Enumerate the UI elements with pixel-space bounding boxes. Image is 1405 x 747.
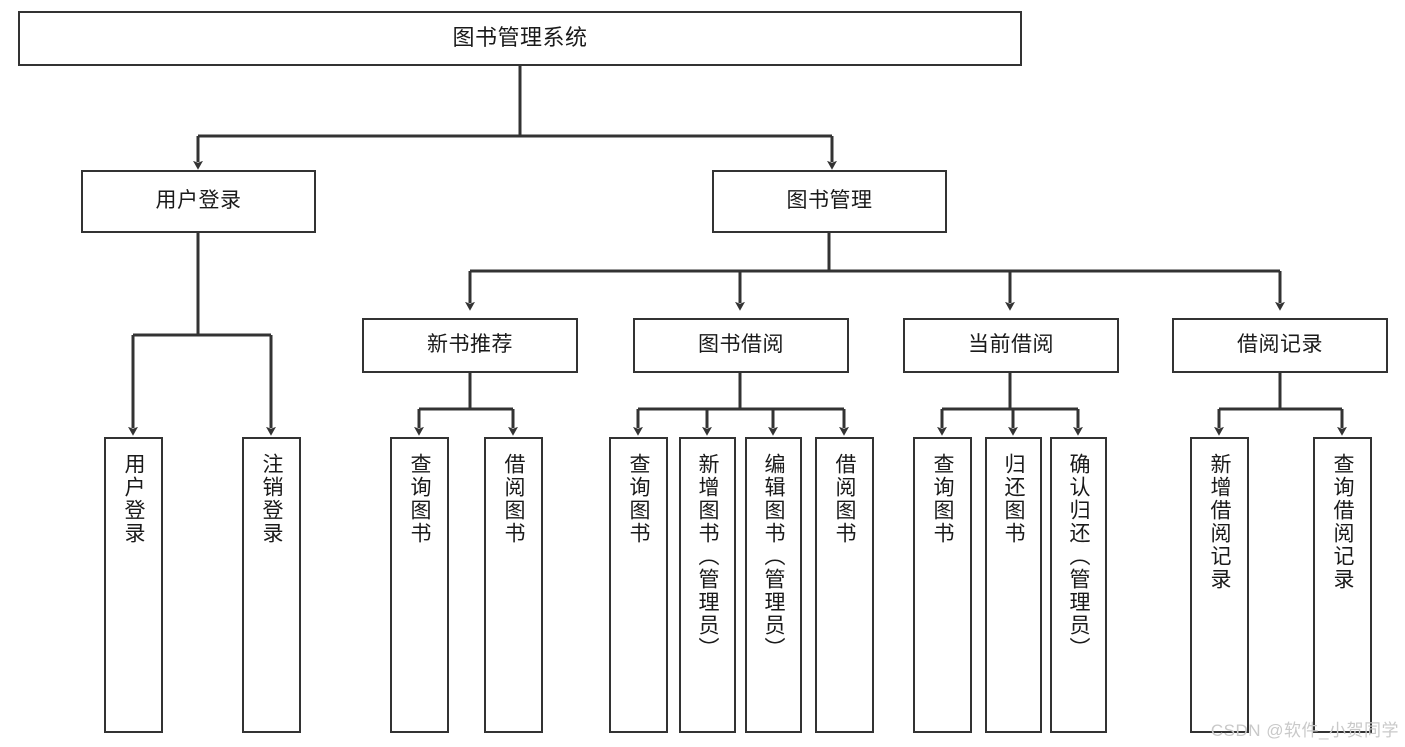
- node-new-book-recommend[interactable]: 新书推荐: [362, 318, 578, 373]
- leaf-recommend-query-book[interactable]: 查询图书: [390, 437, 449, 733]
- leaf-logout[interactable]: 注销登录: [242, 437, 301, 733]
- node-label: 归还图书: [1002, 453, 1025, 545]
- node-label: 查询图书: [627, 453, 650, 545]
- leaf-borrow-query-book[interactable]: 查询图书: [609, 437, 668, 733]
- node-label: 借阅图书: [833, 453, 856, 545]
- node-label: 确认归还（管理员）: [1067, 453, 1090, 660]
- node-label: 新增图书（管理员）: [696, 453, 719, 660]
- node-label: 图书管理: [786, 189, 873, 213]
- node-label: 新增借阅记录: [1208, 453, 1231, 591]
- leaf-borrow-borrow-book[interactable]: 借阅图书: [815, 437, 874, 733]
- node-label: 查询图书: [931, 453, 954, 545]
- node-label: 注销登录: [260, 453, 283, 545]
- node-label: 查询图书: [408, 453, 431, 545]
- node-user-login[interactable]: 用户登录: [81, 170, 316, 233]
- node-label: 查询借阅记录: [1331, 453, 1354, 591]
- node-label: 用户登录: [155, 189, 242, 213]
- watermark-text: CSDN @软件_小贺同学: [1210, 721, 1399, 740]
- leaf-borrow-add-book-admin[interactable]: 新增图书（管理员）: [679, 437, 736, 733]
- node-label: 借阅图书: [502, 453, 525, 545]
- leaf-borrow-edit-book-admin[interactable]: 编辑图书（管理员）: [745, 437, 802, 733]
- leaf-current-query-book[interactable]: 查询图书: [913, 437, 972, 733]
- node-borrow-records[interactable]: 借阅记录: [1172, 318, 1388, 373]
- node-book-management[interactable]: 图书管理: [712, 170, 947, 233]
- leaf-record-add-borrow-record[interactable]: 新增借阅记录: [1190, 437, 1249, 733]
- node-label: 用户登录: [122, 453, 145, 545]
- leaf-current-confirm-return-admin[interactable]: 确认归还（管理员）: [1050, 437, 1107, 733]
- node-label: 编辑图书（管理员）: [762, 453, 785, 660]
- node-label: 新书推荐: [427, 333, 513, 357]
- node-root-system[interactable]: 图书管理系统: [18, 11, 1022, 66]
- node-label: 当前借阅: [968, 333, 1054, 357]
- leaf-current-return-book[interactable]: 归还图书: [985, 437, 1042, 733]
- leaf-record-query-borrow-record[interactable]: 查询借阅记录: [1313, 437, 1372, 733]
- leaf-recommend-borrow-book[interactable]: 借阅图书: [484, 437, 543, 733]
- node-book-borrow[interactable]: 图书借阅: [633, 318, 849, 373]
- node-label: 图书借阅: [698, 333, 784, 357]
- node-current-borrow[interactable]: 当前借阅: [903, 318, 1119, 373]
- node-label: 借阅记录: [1237, 333, 1323, 357]
- leaf-user-login[interactable]: 用户登录: [104, 437, 163, 733]
- node-label: 图书管理系统: [452, 25, 588, 51]
